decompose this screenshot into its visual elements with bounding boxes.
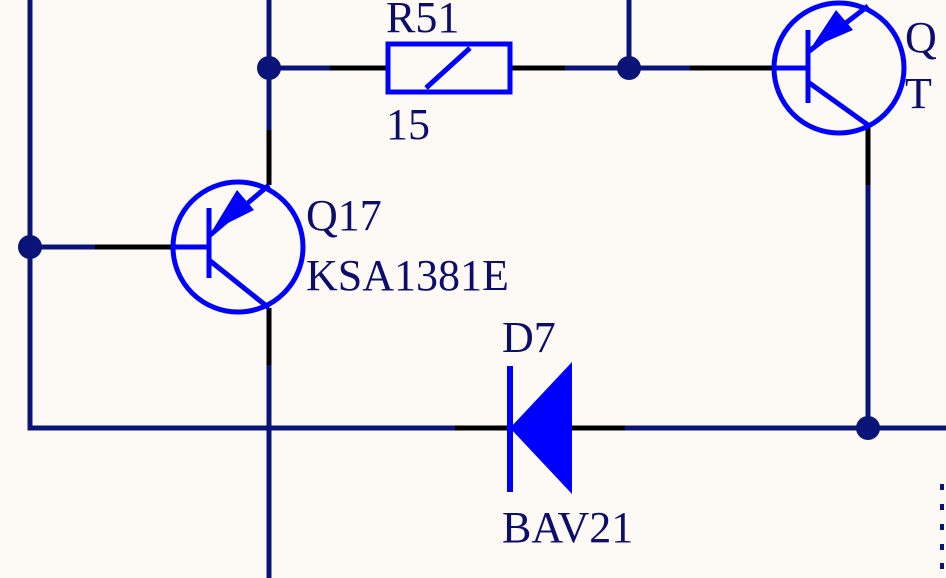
r51-value: 15 xyxy=(386,100,430,149)
r51-designator: R51 xyxy=(386,0,459,42)
transistor-emitter-lead xyxy=(207,258,271,310)
diode-triangle xyxy=(510,362,572,494)
q17-designator: Q17 xyxy=(306,191,382,240)
edge-mark xyxy=(940,484,944,490)
edge-mark xyxy=(940,504,944,510)
junction-dot xyxy=(617,56,641,80)
transistor-q17 xyxy=(170,179,306,315)
black-wires xyxy=(95,65,871,431)
resistor-r51 xyxy=(385,41,513,95)
edge-mark xyxy=(940,544,944,550)
transistor-emitter-lead xyxy=(806,79,870,128)
edge-mark xyxy=(940,563,944,569)
q-right-part-number: T xyxy=(905,69,932,118)
resistor-slash xyxy=(424,46,472,90)
q-right-designator: Q xyxy=(905,13,937,62)
resistor-body xyxy=(385,41,513,95)
d7-designator: D7 xyxy=(502,313,556,362)
junction-dot xyxy=(856,416,880,440)
q17-part-number: KSA1381E xyxy=(306,251,509,300)
transistor-arrow xyxy=(811,10,853,48)
diode-d7 xyxy=(507,362,572,494)
junction-dot xyxy=(257,56,281,80)
transistor-arrow xyxy=(212,190,254,231)
junction-dot xyxy=(18,235,42,259)
edge-marks xyxy=(940,484,944,569)
junction-dots xyxy=(18,56,880,440)
transistor-q-right xyxy=(771,0,907,136)
labels: R51 15 Q17 KSA1381E Q T D7 BAV21 xyxy=(306,0,937,552)
edge-mark xyxy=(940,524,944,530)
d7-part-number: BAV21 xyxy=(502,503,633,552)
